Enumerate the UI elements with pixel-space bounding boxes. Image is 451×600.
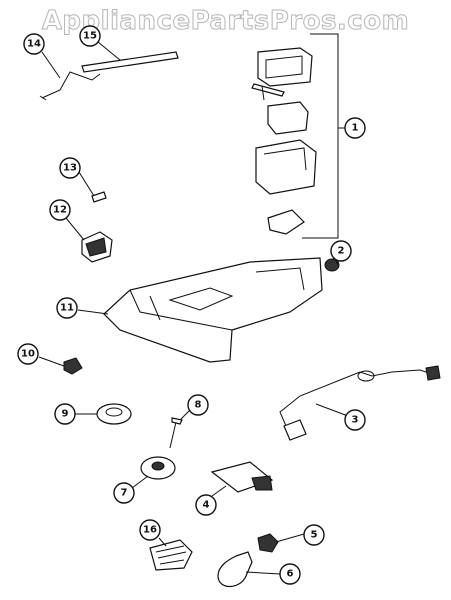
callout-3: 3 bbox=[344, 409, 366, 431]
callout-7: 7 bbox=[113, 482, 135, 504]
callout-16: 16 bbox=[139, 519, 161, 541]
part-1-assembly bbox=[251, 33, 346, 239]
svg-text:4: 4 bbox=[203, 500, 210, 511]
svg-text:9: 9 bbox=[62, 409, 69, 420]
callout-11: 11 bbox=[56, 297, 78, 319]
svg-text:3: 3 bbox=[352, 415, 359, 426]
part-2-grommet bbox=[324, 258, 340, 272]
svg-text:14: 14 bbox=[27, 39, 41, 50]
part-14-rod bbox=[39, 71, 101, 101]
callout-5: 5 bbox=[303, 524, 325, 546]
callout-4: 4 bbox=[195, 494, 217, 516]
callout-12: 12 bbox=[49, 199, 71, 221]
part-10-knob bbox=[63, 357, 83, 375]
part-12-box bbox=[81, 231, 113, 263]
callout-8: 8 bbox=[187, 394, 209, 416]
svg-text:8: 8 bbox=[195, 400, 202, 411]
svg-text:13: 13 bbox=[63, 163, 77, 174]
callout-10: 10 bbox=[17, 343, 39, 365]
part-8-screw bbox=[169, 417, 183, 449]
leader-lines bbox=[38, 41, 349, 575]
svg-text:2: 2 bbox=[338, 246, 345, 257]
svg-text:7: 7 bbox=[121, 488, 128, 499]
part-16-basket bbox=[149, 539, 193, 571]
svg-text:12: 12 bbox=[53, 205, 67, 216]
svg-text:6: 6 bbox=[287, 569, 294, 580]
callout-2: 2 bbox=[330, 240, 352, 262]
svg-text:10: 10 bbox=[21, 349, 35, 360]
part-15-bar bbox=[81, 51, 179, 73]
part-13-screw bbox=[91, 191, 107, 203]
svg-text:16: 16 bbox=[143, 525, 157, 536]
callout-13: 13 bbox=[59, 157, 81, 179]
svg-text:5: 5 bbox=[311, 530, 318, 541]
callout-6: 6 bbox=[279, 563, 301, 585]
part-5-socket bbox=[257, 533, 279, 553]
part-4-sheet bbox=[210, 461, 274, 493]
part-9-dial bbox=[96, 403, 132, 425]
svg-text:11: 11 bbox=[60, 303, 74, 314]
callout-14: 14 bbox=[23, 33, 45, 55]
part-7-wheel bbox=[140, 456, 176, 480]
callout-9: 9 bbox=[54, 403, 76, 425]
svg-text:15: 15 bbox=[83, 31, 97, 42]
callout-1: 1 bbox=[344, 117, 366, 139]
watermark-text: AppliancePartsPros.com bbox=[41, 6, 410, 37]
part-3-wire-harness bbox=[279, 365, 441, 441]
svg-text:1: 1 bbox=[352, 123, 359, 134]
part-11-housing bbox=[103, 257, 323, 363]
callout-15: 15 bbox=[79, 25, 101, 47]
part-6-bulb bbox=[217, 551, 253, 588]
